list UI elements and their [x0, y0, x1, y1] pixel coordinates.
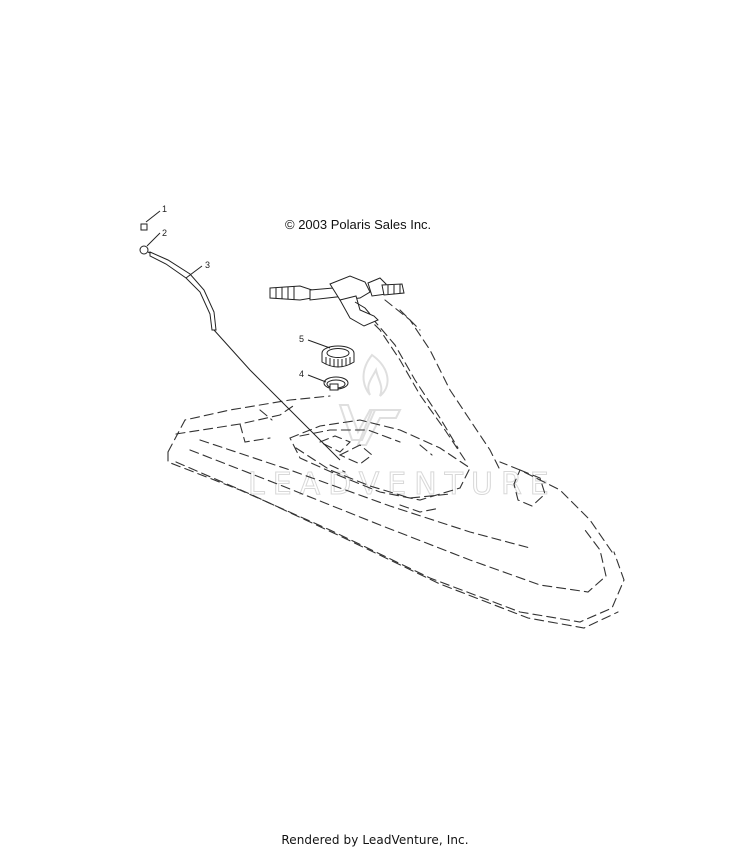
render-credit: Rendered by LeadVenture, Inc. [281, 833, 469, 847]
copyright-notice: © 2003 Polaris Sales Inc. [285, 217, 432, 232]
leadventure-watermark-logo [338, 353, 402, 446]
part-4-clamp [323, 376, 349, 391]
callout-leaders [145, 210, 331, 383]
callout-3: 3 [205, 260, 210, 270]
steering-pole [354, 299, 501, 471]
callout-5: 5 [299, 334, 304, 344]
callout-4: 4 [299, 369, 304, 379]
callout-2: 2 [162, 228, 167, 238]
handlebar [269, 275, 405, 327]
deck-area [289, 419, 471, 513]
part-1-cap [140, 223, 148, 231]
callout-1: 1 [162, 204, 167, 214]
part-3-cable [149, 251, 341, 461]
watermark-text: LEADVENTURE [248, 467, 557, 502]
part-5-gauge [321, 345, 355, 368]
hull-outline [167, 395, 625, 629]
